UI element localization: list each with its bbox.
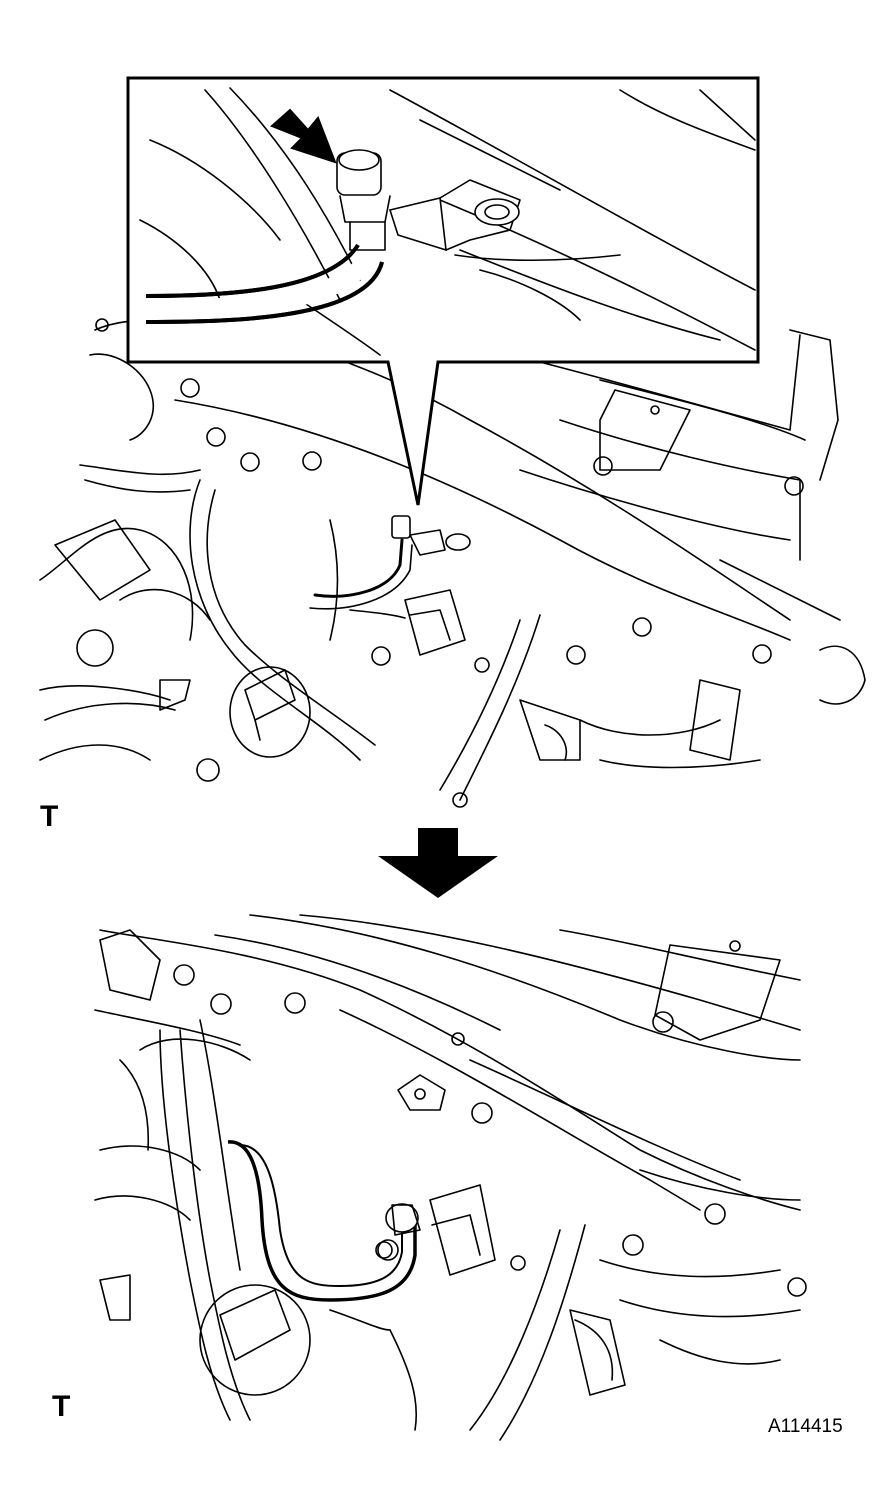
bottom-panel-label: T <box>52 1390 71 1423</box>
top-engine-drawing <box>39 318 866 808</box>
top-panel-label: T <box>40 800 59 833</box>
figure-id: A114415 <box>768 1416 843 1437</box>
down-arrow-icon <box>378 828 498 898</box>
arrow-icon <box>270 108 337 164</box>
bottom-engine-drawing <box>94 914 807 1441</box>
detail-callout <box>126 76 760 506</box>
